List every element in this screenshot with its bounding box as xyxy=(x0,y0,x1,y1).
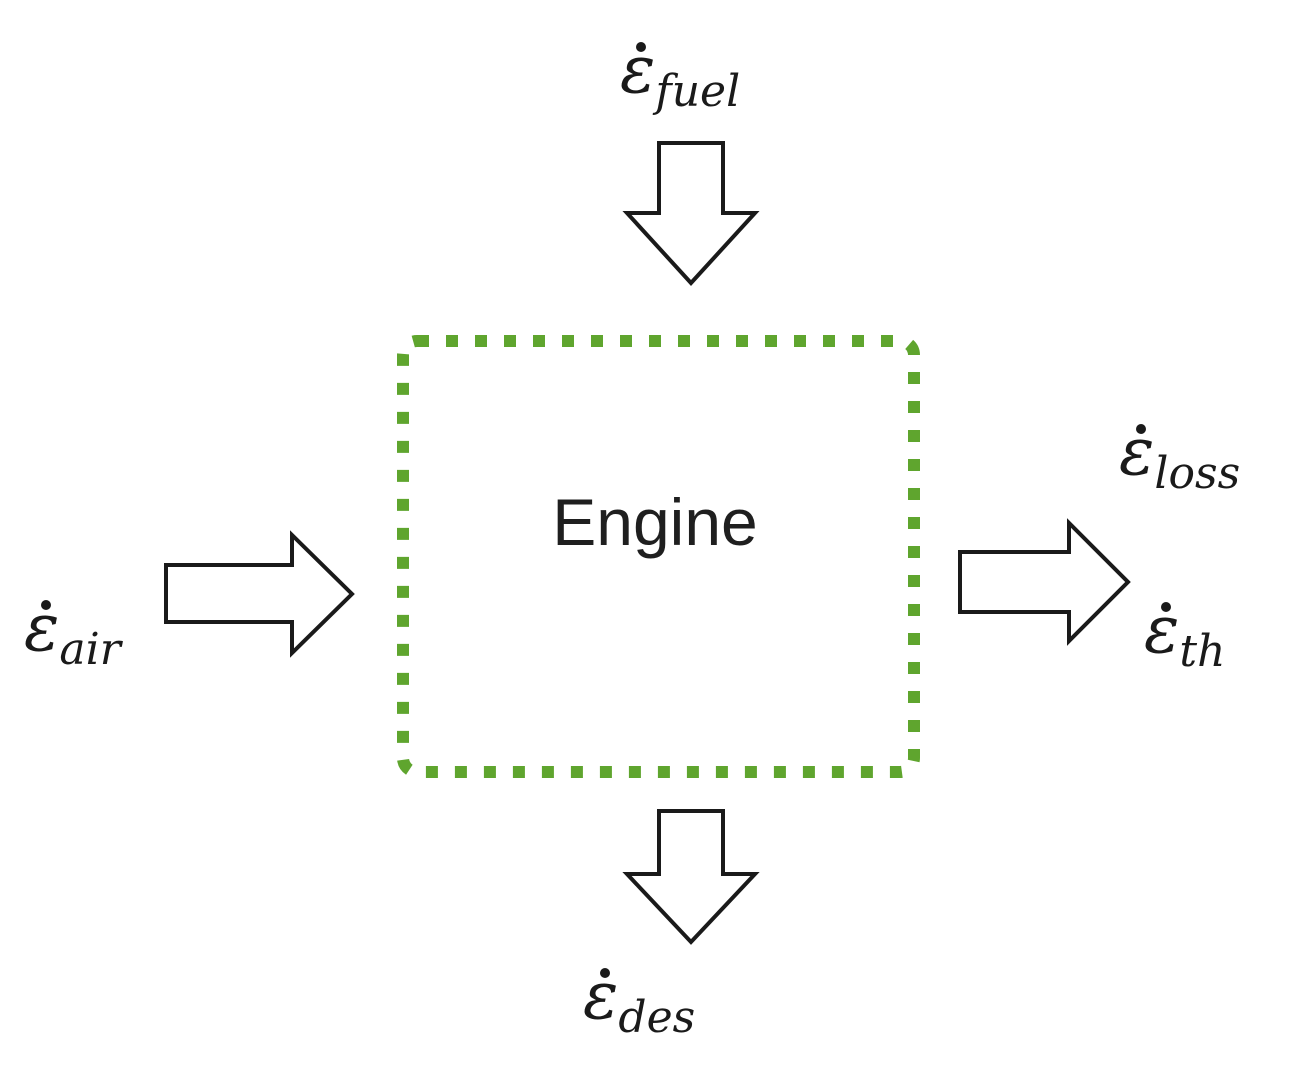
des-dot xyxy=(600,968,610,978)
engine-control-volume xyxy=(397,335,920,778)
des-arrow-down-icon xyxy=(622,809,760,945)
th-exergy-label: εth xyxy=(1144,591,1225,677)
air-exergy-label: εair xyxy=(24,589,124,675)
svg-text:εloss: εloss xyxy=(1119,413,1240,499)
svg-text:εair: εair xyxy=(24,589,124,675)
fuel-dot xyxy=(636,42,646,52)
fuel-symbol: ε xyxy=(620,31,655,108)
svg-text:εdes: εdes xyxy=(583,957,695,1043)
th-subscript: th xyxy=(1179,626,1225,677)
des-subscript: des xyxy=(618,992,695,1043)
engine-label: Engine xyxy=(552,485,758,559)
des-symbol: ε xyxy=(583,957,618,1034)
loss-symbol: ε xyxy=(1119,413,1154,490)
fuel-subscript: fuel xyxy=(652,66,740,117)
output-arrow-right-icon xyxy=(958,518,1131,646)
des-exergy-label: εdes xyxy=(583,957,695,1043)
th-dot xyxy=(1161,602,1171,612)
air-symbol: ε xyxy=(24,589,59,666)
loss-exergy-label: εloss xyxy=(1119,413,1240,499)
air-dot xyxy=(41,600,51,610)
loss-dot xyxy=(1136,424,1146,434)
air-arrow-right-icon xyxy=(164,530,355,658)
svg-text:εfuel: εfuel xyxy=(620,31,740,117)
fuel-exergy-label: εfuel xyxy=(620,31,740,117)
fuel-arrow-down-icon xyxy=(622,141,760,286)
svg-text:εth: εth xyxy=(1144,591,1225,677)
th-symbol: ε xyxy=(1144,591,1179,668)
air-subscript: air xyxy=(59,624,123,675)
loss-subscript: loss xyxy=(1154,448,1240,499)
